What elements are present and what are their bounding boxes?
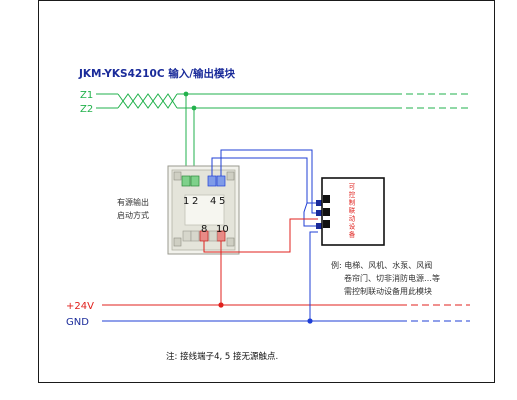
terminal-5-label: 5 bbox=[219, 196, 225, 207]
io-module bbox=[167, 165, 240, 255]
terminal-4-label: 4 bbox=[210, 196, 216, 207]
terminal-5 bbox=[216, 175, 226, 187]
terminal-1 bbox=[181, 175, 191, 187]
bottom-border bbox=[38, 382, 495, 383]
twisted-pair-icon bbox=[117, 93, 178, 109]
bottom-note: 注: 接线端子4, 5 接无源触点. bbox=[166, 351, 278, 362]
terminal-4 bbox=[207, 175, 217, 187]
plus24v-label: +24V bbox=[66, 301, 94, 312]
top-border bbox=[38, 0, 495, 1]
left-border bbox=[38, 0, 39, 383]
terminal-2-label: 2 bbox=[192, 196, 198, 207]
side-label-line1: 有源输出 bbox=[117, 197, 149, 207]
gnd-device-wire bbox=[309, 231, 318, 321]
terminal-10-label: 10 bbox=[216, 224, 229, 235]
example-line1: 例: 电梯、风机、水泵、风阀 bbox=[331, 260, 432, 270]
z1-label: Z1 bbox=[80, 90, 93, 101]
controlled-device bbox=[321, 177, 385, 246]
terminal-8-wire bbox=[203, 218, 318, 253]
z2-label: Z2 bbox=[80, 104, 93, 115]
wire-connector bbox=[316, 223, 322, 229]
side-label-line2: 启动方式 bbox=[117, 210, 149, 220]
device-label: 可控制联动设备 bbox=[347, 183, 355, 239]
example-line2: 卷帘门、切非消防电源…等 bbox=[344, 273, 440, 283]
wire-connector bbox=[316, 200, 322, 206]
plus24v-junction-dot bbox=[218, 302, 224, 308]
terminal-2 bbox=[190, 175, 200, 187]
terminal-8-label: 8 bbox=[201, 224, 207, 235]
example-line3: 需控制联动设备用此模块 bbox=[344, 286, 432, 296]
module-title: JKM-YKS4210C 输入/输出模块 bbox=[78, 67, 236, 80]
wire-connector bbox=[316, 210, 322, 216]
terminal-1-label: 1 bbox=[183, 196, 189, 207]
right-border bbox=[494, 0, 495, 383]
gnd-junction-dot bbox=[307, 318, 313, 324]
gnd-label: GND bbox=[66, 317, 89, 328]
